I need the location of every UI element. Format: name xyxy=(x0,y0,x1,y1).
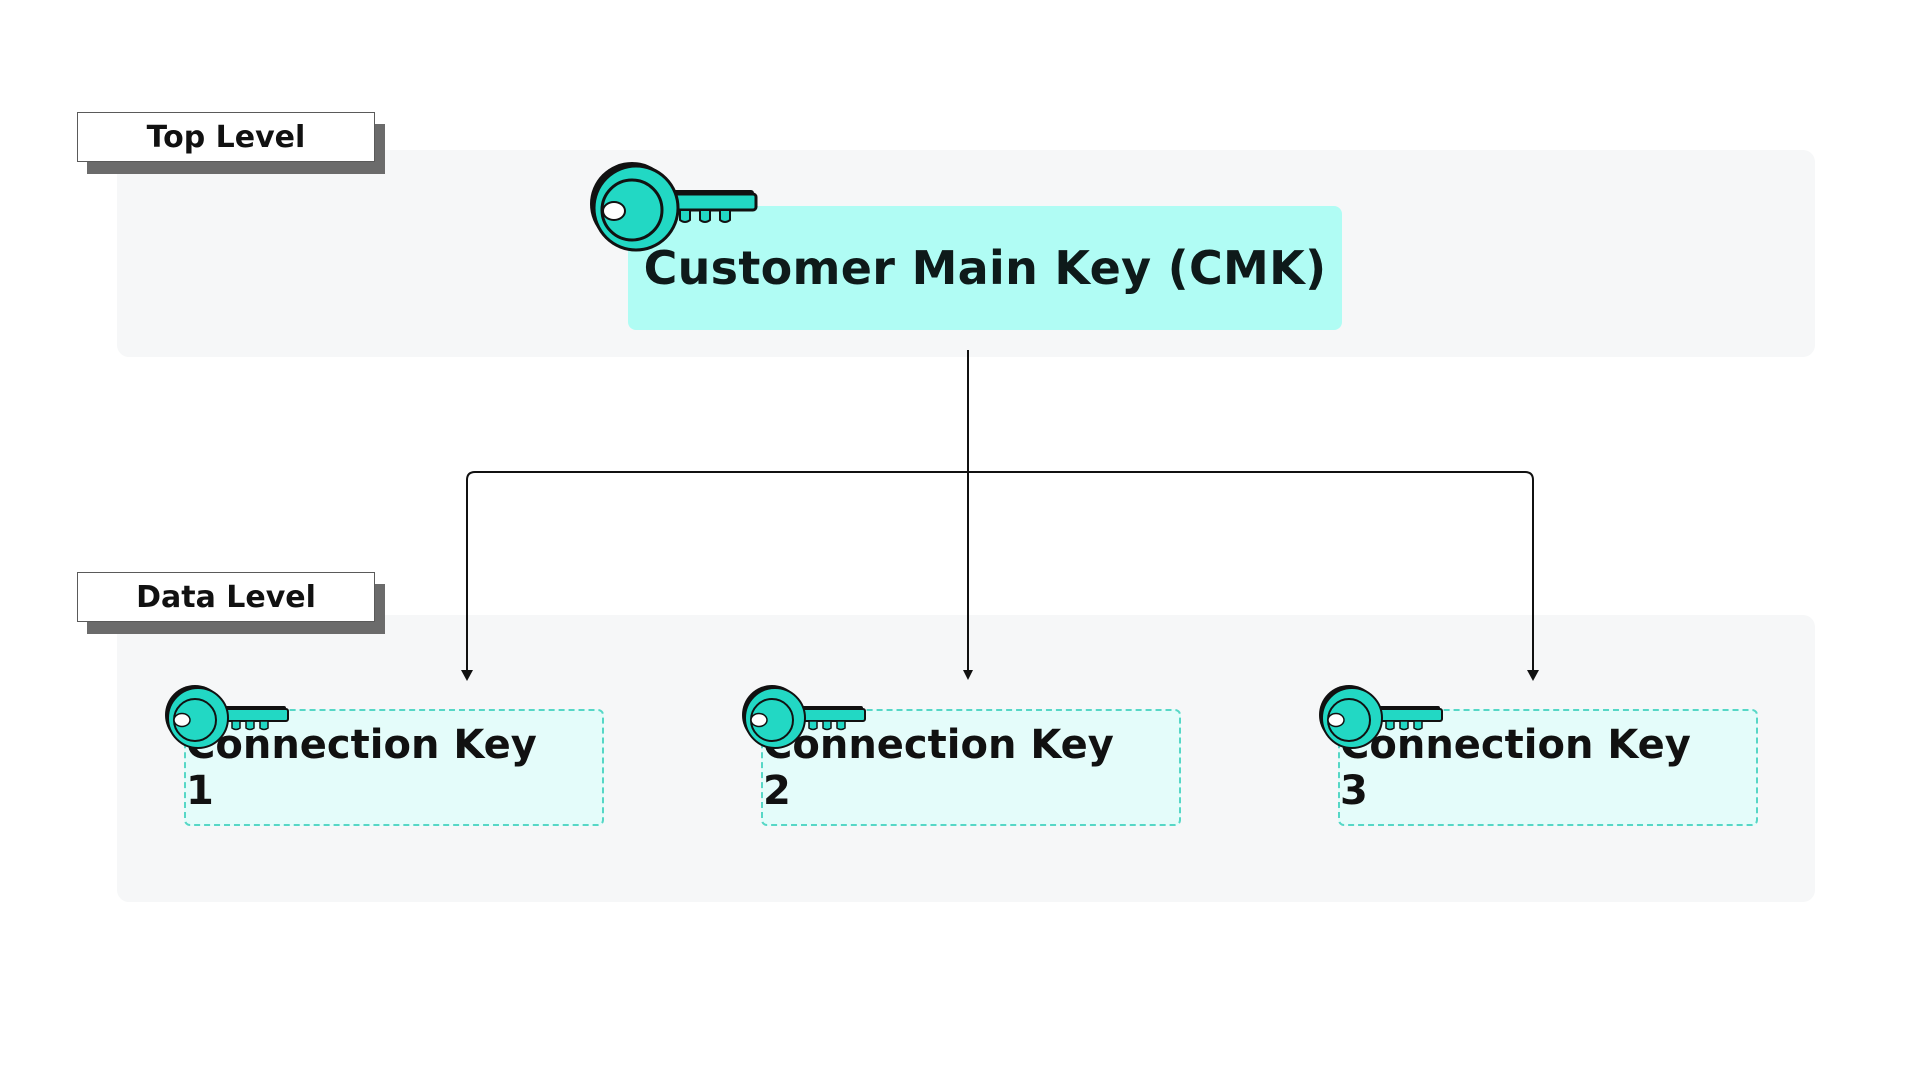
data-level-tag: Data Level xyxy=(77,572,385,634)
key-icon xyxy=(742,685,866,749)
arrowhead-key-3 xyxy=(1527,670,1539,681)
top-level-tag: Top Level xyxy=(77,112,385,174)
branch-line xyxy=(466,471,1534,675)
top-level-label: Top Level xyxy=(77,112,375,162)
customer-main-key-box: Customer Main Key (CMK) xyxy=(628,206,1342,330)
key-icon xyxy=(165,685,289,749)
data-level-label: Data Level xyxy=(77,572,375,622)
key-icon xyxy=(590,162,758,252)
key-icon xyxy=(1319,685,1443,749)
arrowhead-key-1 xyxy=(461,670,473,681)
